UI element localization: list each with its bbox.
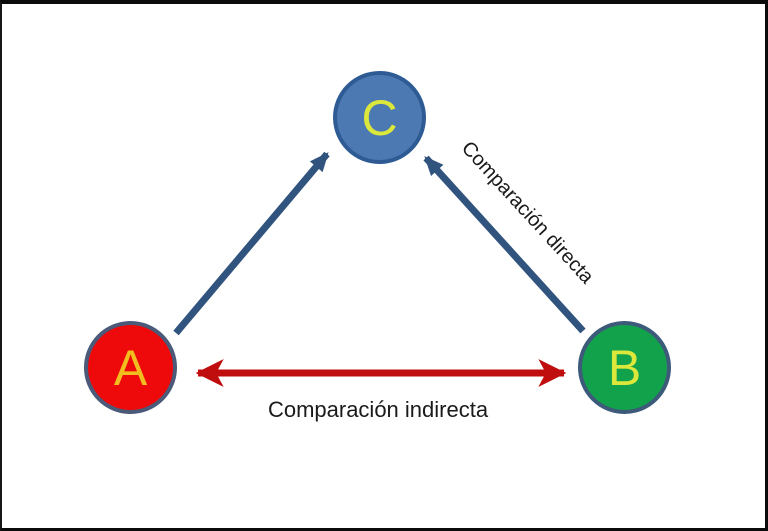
node-b-label: B [607,339,642,396]
node-b: B [578,321,671,414]
node-c-label: C [361,89,398,146]
edge-label-indirect-comparison: Comparación indirecta [267,397,489,422]
edge-a-to-c-arrow [173,151,330,336]
edge-b-to-c-arrow [423,155,586,334]
node-a: A [84,321,177,414]
node-a-label: A [113,339,148,396]
node-c: C [333,71,426,164]
